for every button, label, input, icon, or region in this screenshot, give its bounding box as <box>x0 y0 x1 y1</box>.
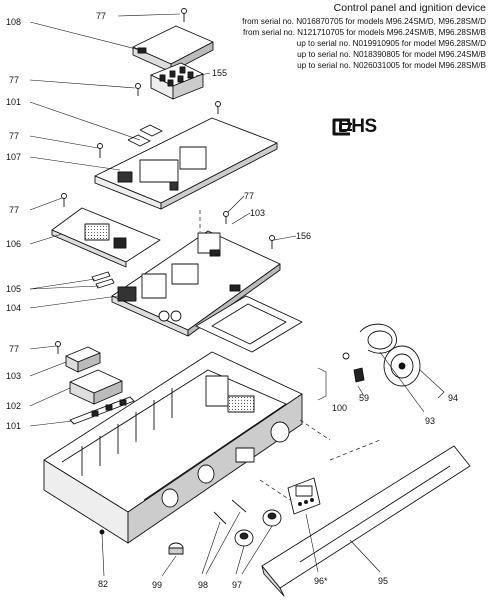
callout-107: 107 <box>6 152 22 162</box>
serial-note-2: from serial no. N121710705 for models M9… <box>242 28 486 37</box>
callout-94: 94 <box>448 393 459 403</box>
callout-155: 155 <box>212 68 228 78</box>
callout-156: 156 <box>296 231 312 241</box>
callout-108: 108 <box>6 17 22 27</box>
callout-82: 82 <box>98 579 109 589</box>
part-93-thermostat <box>342 345 421 387</box>
diagram-title: Control panel and ignition device <box>333 2 486 14</box>
callout-101: 101 <box>6 97 22 107</box>
callout-93: 93 <box>425 416 436 426</box>
dhs-logo-mark <box>332 118 350 136</box>
part-107-circuit-board <box>94 117 278 210</box>
part-100-housing <box>43 351 303 544</box>
callout-106: 106 <box>6 239 22 249</box>
callout-77: 77 <box>9 205 20 215</box>
part-103-terminal-left <box>65 346 101 373</box>
frame-gasket <box>195 295 303 353</box>
serial-note-1: from serial no. N016870705 for models M9… <box>242 17 486 26</box>
part-101-connector-strip <box>69 396 135 425</box>
callout-104: 104 <box>6 303 22 313</box>
part-59-clip <box>353 367 365 383</box>
callout-77: 77 <box>96 11 107 21</box>
part-108-cover <box>132 25 214 73</box>
callout-99: 99 <box>152 580 163 590</box>
callout-77: 77 <box>244 191 255 201</box>
part-98-pins <box>213 499 247 525</box>
serial-note-3: up to serial no. N019910905 for model M9… <box>296 39 486 48</box>
callout-101: 101 <box>6 421 22 431</box>
callout-98: 98 <box>198 580 209 590</box>
callout-97: 97 <box>232 580 243 590</box>
callout-103: 103 <box>6 371 22 381</box>
part-96-display <box>287 477 321 515</box>
callout-105: 105 <box>6 284 22 294</box>
part-94-coil <box>359 323 397 354</box>
serial-note-4: up to serial no. N018390805 for model M9… <box>297 50 486 59</box>
callout-95: 95 <box>378 576 389 586</box>
part-106-display-board <box>51 207 161 268</box>
part-105-fuses <box>91 271 115 289</box>
callout-102: 102 <box>6 401 22 411</box>
part-97-knobs <box>234 509 282 547</box>
callout-100: 100 <box>332 403 348 413</box>
part-102-terminal-left <box>69 369 123 405</box>
serial-note-5: up to serial no. N026031005 for model M9… <box>297 61 486 70</box>
callout-103: 103 <box>250 208 266 218</box>
part-155-terminal-block <box>150 62 204 100</box>
callout-77: 77 <box>9 344 20 354</box>
part-99-cap <box>168 542 184 555</box>
part-95-front-panel <box>261 445 471 597</box>
callout-59: 59 <box>359 393 370 403</box>
callout-77: 77 <box>9 131 20 141</box>
brand-logo-text: DHS <box>338 116 377 137</box>
callout-96: 96* <box>314 576 328 586</box>
callout-77: 77 <box>9 75 20 85</box>
